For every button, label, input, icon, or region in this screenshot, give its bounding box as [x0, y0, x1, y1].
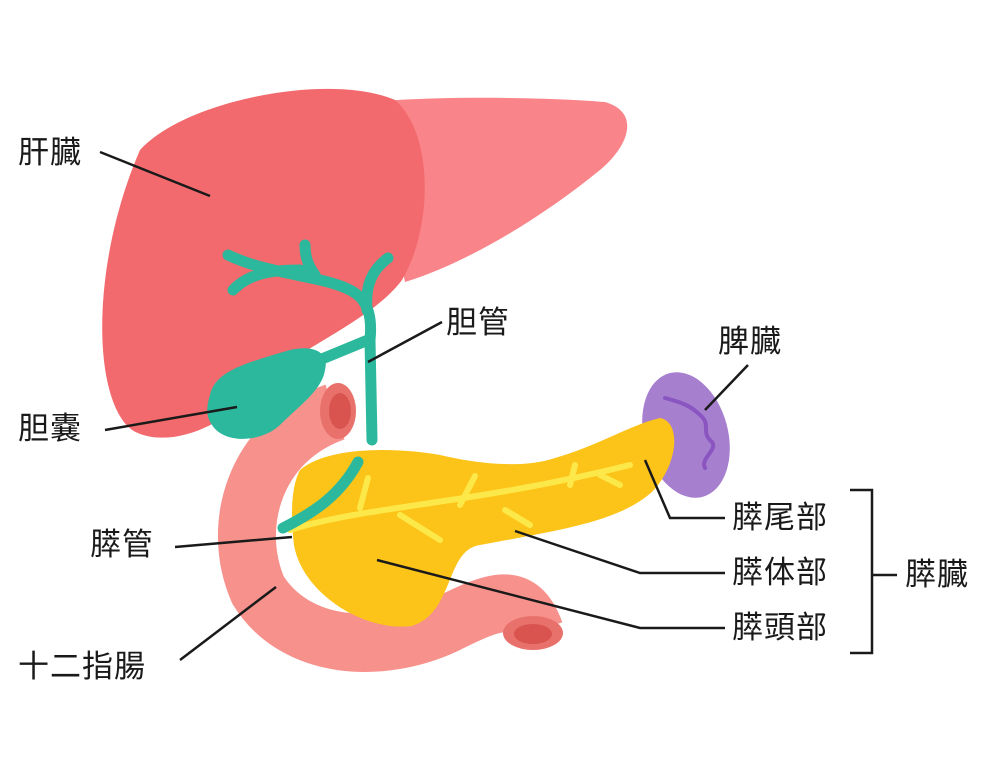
label-pancreas-head: 膵頭部	[732, 610, 828, 646]
label-bile-duct: 胆管	[446, 305, 510, 341]
pancreatic-duct	[287, 462, 633, 543]
spleen-vessel	[663, 396, 716, 470]
label-duodenum: 十二指腸	[18, 649, 146, 685]
duodenum-lumen-bottom	[514, 624, 552, 644]
duodenum	[217, 384, 563, 672]
label-pancreas-tail: 膵尾部	[732, 500, 828, 536]
label-gallbladder: 胆嚢	[18, 411, 82, 447]
label-pancreas: 膵臓	[905, 557, 969, 593]
gallbladder	[207, 348, 326, 439]
duodenum-lumen-top	[329, 393, 351, 429]
label-pancreas-body: 膵体部	[732, 555, 828, 591]
label-spleen: 脾臓	[718, 324, 782, 360]
label-liver: 肝臓	[18, 135, 82, 171]
label-pancreatic-duct: 膵管	[90, 527, 154, 563]
leader-lines	[99, 150, 897, 661]
liver-right-lobe	[370, 97, 628, 282]
pancreas	[292, 418, 675, 627]
